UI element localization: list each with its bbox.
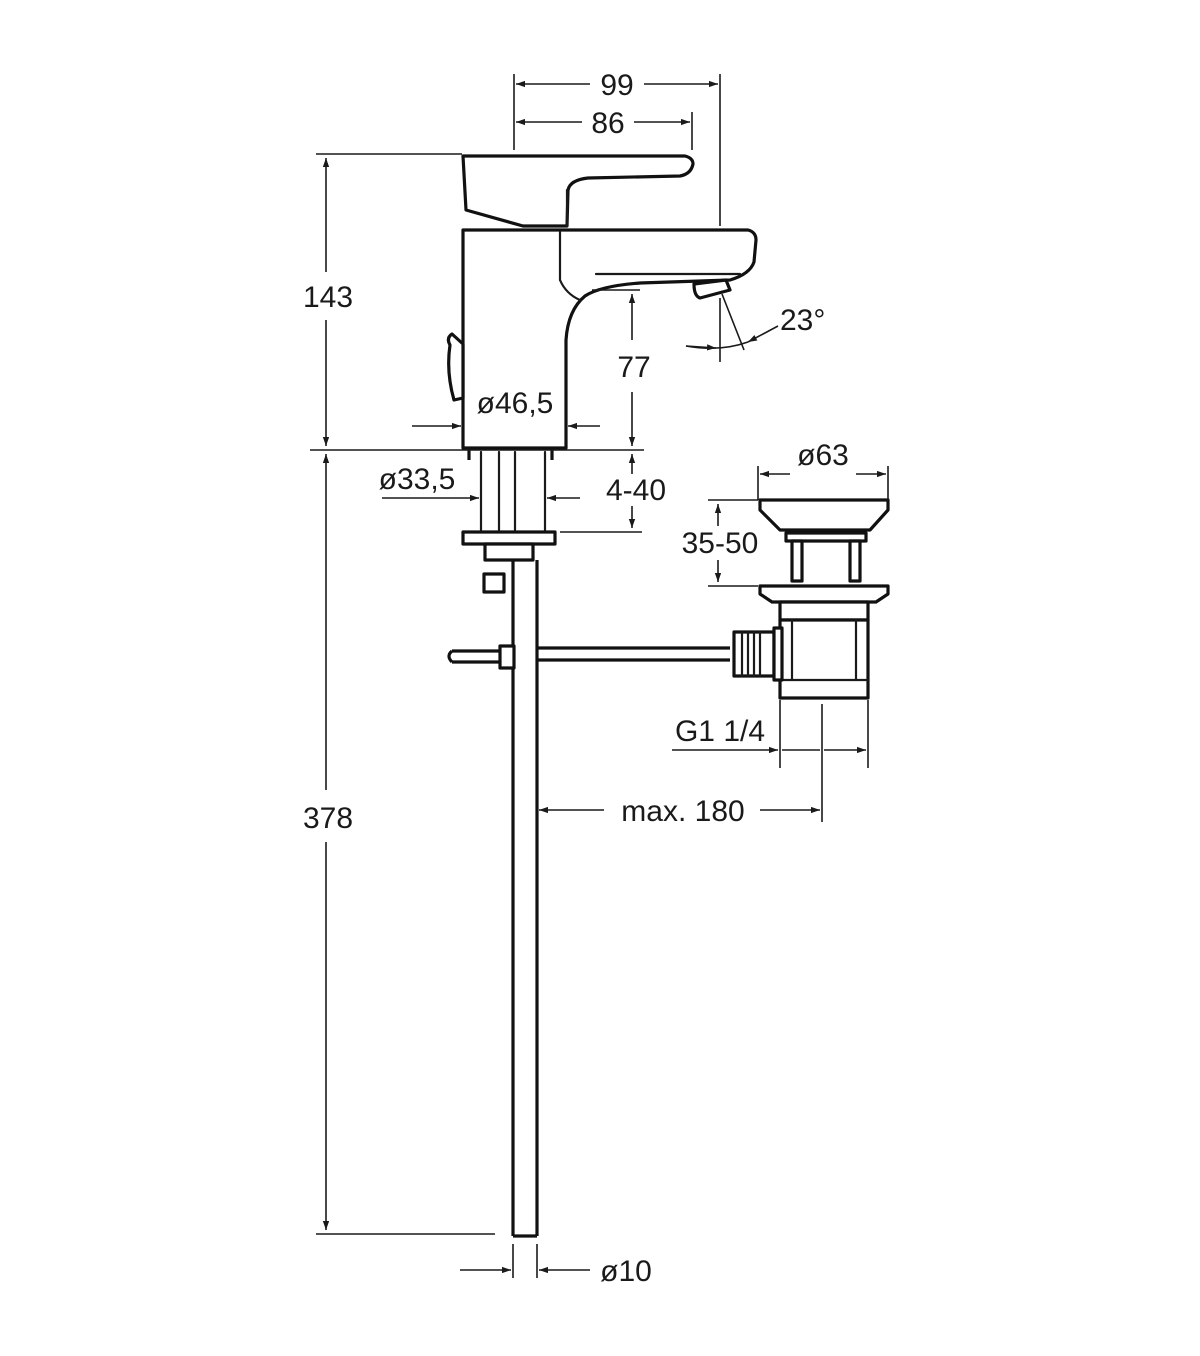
fixing-plate — [461, 530, 557, 546]
tap-outline — [446, 154, 758, 460]
label-shank-diameter: ø33,5 — [379, 463, 456, 496]
linkage-clip — [498, 644, 516, 670]
label-height-tap: 143 — [303, 281, 353, 314]
waste-flange — [758, 584, 890, 604]
spout-curve — [558, 278, 582, 302]
angle-leader — [747, 325, 779, 343]
label-waste-diameter: ø63 — [797, 439, 849, 472]
label-rod-diameter: ø10 — [600, 1255, 652, 1288]
label-width-total: 99 — [600, 69, 633, 102]
label-deck-thickness: 4-40 — [606, 474, 666, 507]
tap-body — [461, 228, 758, 450]
waste-collar — [778, 600, 870, 622]
label-waste-thread: G1 1/4 — [675, 715, 765, 748]
aerator — [692, 278, 732, 300]
dimension-lines — [310, 74, 889, 1278]
waste-plug-head — [758, 498, 890, 532]
shank-assembly — [447, 450, 730, 1238]
label-rod-offset: max. 180 — [621, 795, 744, 828]
lever-handle — [461, 154, 695, 228]
angle-arrow-left — [685, 344, 717, 351]
waste-assembly — [732, 498, 890, 700]
linkage-handle-end — [447, 649, 454, 664]
connector — [482, 572, 506, 594]
connector-nut — [772, 626, 784, 682]
label-waste-adjust: 35-50 — [682, 527, 759, 560]
fixing-nut — [483, 542, 535, 562]
popup-knob — [446, 332, 465, 402]
label-spout-angle: 23° — [780, 304, 825, 337]
plug-leg-right — [848, 539, 862, 583]
plug-leg-left — [790, 539, 804, 583]
dimension-labels: 99 86 143 77 23° ø46,5 ø33,5 4-40 ø63 35… — [303, 69, 849, 1288]
label-body-diameter: ø46,5 — [477, 387, 554, 420]
waste-body — [778, 618, 870, 700]
label-spout-height: 77 — [617, 351, 650, 384]
angle-ref-incline — [721, 293, 745, 351]
plug-ring — [784, 531, 868, 543]
label-height-below: 378 — [303, 802, 353, 835]
label-width-lever: 86 — [591, 107, 624, 140]
